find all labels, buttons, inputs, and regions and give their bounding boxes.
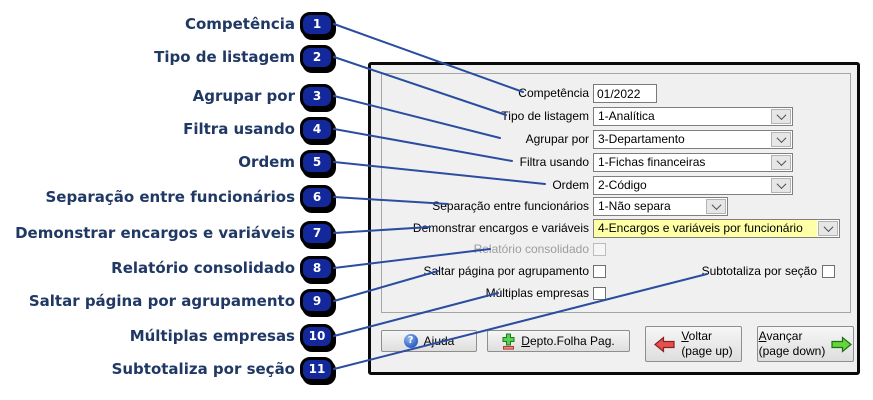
chevron-down-icon[interactable]	[771, 155, 791, 170]
avancar-button[interactable]: Avançar (page down)	[757, 326, 854, 362]
chevron-down-icon[interactable]	[706, 199, 726, 214]
ajuda-button[interactable]: ? Ajuda	[381, 330, 477, 352]
filtra-usando-select[interactable]: 1-Fichas financeiras	[593, 153, 793, 172]
add-department-icon	[502, 333, 515, 350]
callout-agrupar-por: Agrupar por 3	[0, 80, 334, 112]
callout-demonstrar: Demonstrar encargos e variáveis 7	[0, 217, 334, 249]
agrupar-por-label: Agrupar por	[525, 132, 589, 146]
depto-folha-pag-button[interactable]: Depto.Folha Pag.	[487, 330, 630, 352]
tipo-listagem-label: Tipo de listagem	[501, 109, 589, 123]
chevron-down-icon[interactable]	[818, 221, 838, 236]
red-arrow-left-icon	[654, 335, 675, 353]
saltar-pagina-label: Saltar página por agrupamento	[423, 264, 589, 278]
competencia-label: Competência	[518, 86, 589, 100]
demonstrar-label: Demonstrar encargos e variáveis	[412, 221, 589, 235]
callout-badge-2: 2	[300, 44, 334, 70]
green-arrow-right-icon	[831, 335, 853, 353]
chevron-down-icon[interactable]	[771, 109, 791, 124]
callout-saltar-pagina: Saltar página por agrupamento 9	[0, 285, 334, 317]
callout-badge-1: 1	[300, 11, 334, 37]
callout-separacao: Separação entre funcionários 6	[0, 181, 334, 213]
report-options-dialog: Competência Tipo de listagem 1-Analítica…	[368, 62, 860, 375]
callout-badge-5: 5	[300, 149, 334, 175]
chevron-down-icon[interactable]	[771, 178, 791, 193]
multiplas-empresas-label: Múltiplas empresas	[485, 286, 589, 300]
callout-badge-9: 9	[300, 288, 334, 314]
subtotaliza-label: Subtotaliza por seção	[701, 264, 817, 278]
multiplas-empresas-checkbox[interactable]	[593, 287, 606, 300]
callout-filtra-usando: Filtra usando 4	[0, 113, 334, 145]
ordem-label: Ordem	[552, 178, 589, 192]
callout-ordem: Ordem 5	[0, 146, 334, 178]
voltar-button[interactable]: Voltar (page up)	[645, 326, 742, 362]
callout-badge-3: 3	[300, 83, 334, 109]
separacao-label: Separação entre funcionários	[432, 199, 589, 213]
callout-badge-11: 11	[300, 356, 334, 382]
callout-badge-4: 4	[300, 116, 334, 142]
subtotaliza-checkbox[interactable]	[822, 265, 835, 278]
agrupar-por-select[interactable]: 3-Departamento	[593, 130, 793, 149]
callout-badge-10: 10	[300, 323, 334, 349]
tipo-listagem-select[interactable]: 1-Analítica	[593, 107, 793, 126]
relatorio-consolidado-label: Relatório consolidado	[473, 242, 589, 256]
callout-relatorio-consolidado: Relatório consolidado 8	[0, 252, 334, 284]
separacao-select[interactable]: 1-Não separa	[593, 197, 728, 216]
callout-tipo-listagem: Tipo de listagem 2	[0, 41, 334, 73]
callout-badge-6: 6	[300, 184, 334, 210]
callout-multiplas-empresas: Múltiplas empresas 10	[0, 320, 334, 352]
callout-badge-7: 7	[300, 220, 334, 246]
saltar-pagina-checkbox[interactable]	[593, 265, 606, 278]
demonstrar-select[interactable]: 4-Encargos e variáveis por funcionário	[593, 219, 840, 238]
callout-subtotaliza: Subtotaliza por seção 11	[0, 353, 334, 385]
filtra-usando-label: Filtra usando	[519, 155, 589, 169]
chevron-down-icon[interactable]	[771, 132, 791, 147]
callout-competencia: Competência 1	[0, 8, 334, 40]
ordem-select[interactable]: 2-Código	[593, 176, 793, 195]
help-icon: ?	[403, 334, 418, 348]
relatorio-consolidado-checkbox	[593, 243, 606, 256]
competencia-input[interactable]	[593, 84, 657, 103]
callout-badge-8: 8	[300, 255, 334, 281]
